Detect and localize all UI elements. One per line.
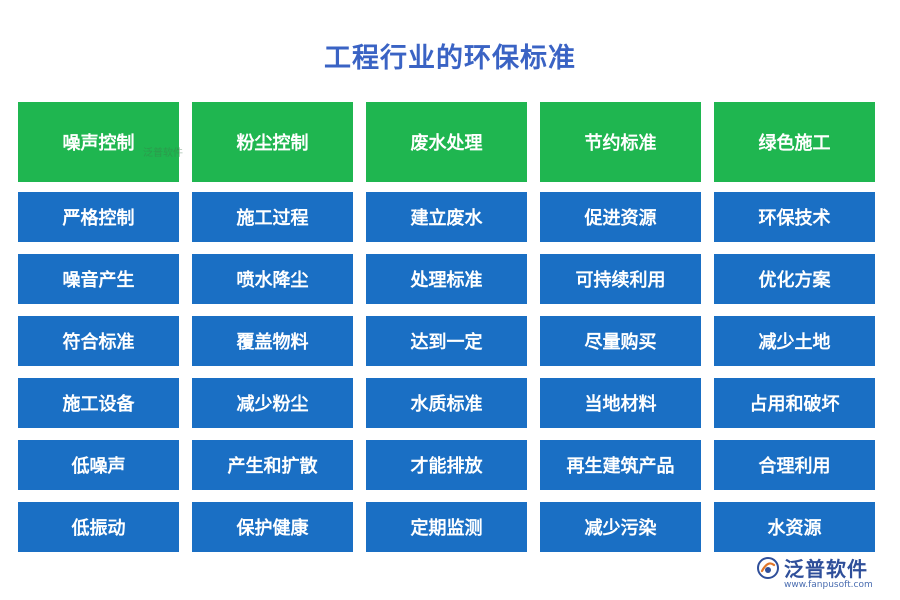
list-item: 才能排放 (366, 440, 527, 490)
column-header: 噪声控制 (18, 102, 179, 182)
list-item: 低噪声 (18, 440, 179, 490)
list-item: 减少粉尘 (192, 378, 353, 428)
list-item: 噪音产生 (18, 254, 179, 304)
column-header: 节约标准 (540, 102, 701, 182)
list-item: 占用和破坏 (714, 378, 875, 428)
list-item: 环保技术 (714, 192, 875, 242)
column-header: 绿色施工 (714, 102, 875, 182)
list-item: 合理利用 (714, 440, 875, 490)
list-item: 施工过程 (192, 192, 353, 242)
list-item: 覆盖物料 (192, 316, 353, 366)
page-title: 工程行业的环保标准 (324, 43, 576, 74)
list-item: 保护健康 (192, 502, 353, 552)
list-item: 建立废水 (366, 192, 527, 242)
list-item: 水资源 (714, 502, 875, 552)
list-item: 严格控制 (18, 192, 179, 242)
list-item: 减少污染 (540, 502, 701, 552)
brand-url: www.fanpusoft.com (784, 580, 873, 590)
list-item: 减少土地 (714, 316, 875, 366)
column-header: 粉尘控制 (192, 102, 353, 182)
fanpu-logo-icon (756, 556, 780, 580)
list-item: 低振动 (18, 502, 179, 552)
list-item: 符合标准 (18, 316, 179, 366)
list-item: 达到一定 (366, 316, 527, 366)
list-item: 再生建筑产品 (540, 440, 701, 490)
list-item: 喷水降尘 (192, 254, 353, 304)
list-item: 定期监测 (366, 502, 527, 552)
brand-logo-block: 泛普软件 www.fanpusoft.com (756, 553, 886, 590)
list-item: 促进资源 (540, 192, 701, 242)
list-item: 优化方案 (714, 254, 875, 304)
list-item: 水质标准 (366, 378, 527, 428)
brand-name: 泛普软件 (784, 557, 868, 581)
list-item: 可持续利用 (540, 254, 701, 304)
list-item: 施工设备 (18, 378, 179, 428)
column-header: 废水处理 (366, 102, 527, 182)
list-item: 当地材料 (540, 378, 701, 428)
list-item: 尽量购买 (540, 316, 701, 366)
list-item: 产生和扩散 (192, 440, 353, 490)
list-item: 处理标准 (366, 254, 527, 304)
